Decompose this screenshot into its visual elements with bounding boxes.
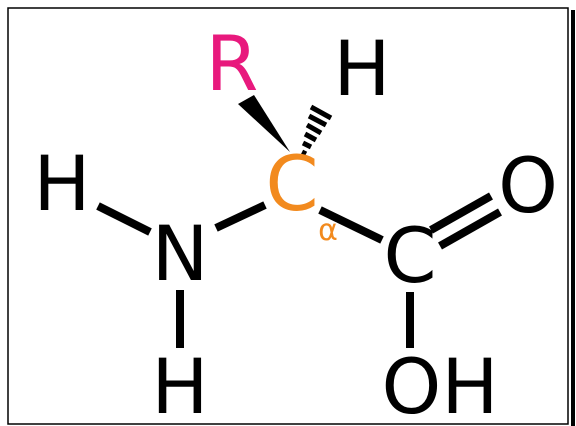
carbonyl-carbon-label: C	[383, 211, 436, 300]
h-left-label: H	[33, 139, 90, 228]
bond-h-n	[96, 202, 152, 236]
h-top-label: H	[333, 24, 390, 113]
oxygen-label: O	[498, 141, 558, 230]
hydroxyl-label: OH	[382, 342, 499, 426]
alpha-symbol-label: α	[318, 213, 338, 248]
r-group-label: R	[206, 19, 259, 108]
double-bond-c-o-2	[429, 192, 493, 234]
bond-calpha-c	[318, 206, 384, 244]
double-bond-c-o-1	[438, 208, 502, 250]
nitrogen-label: N	[152, 209, 209, 298]
alpha-carbon-label: C	[265, 139, 318, 228]
h-bottom-label: H	[151, 342, 208, 426]
figure-border	[7, 7, 569, 425]
wedge-bond-r	[238, 95, 290, 152]
hash-bond-h	[300, 104, 333, 157]
bonds	[96, 192, 502, 348]
bond-n-calpha	[214, 201, 267, 232]
